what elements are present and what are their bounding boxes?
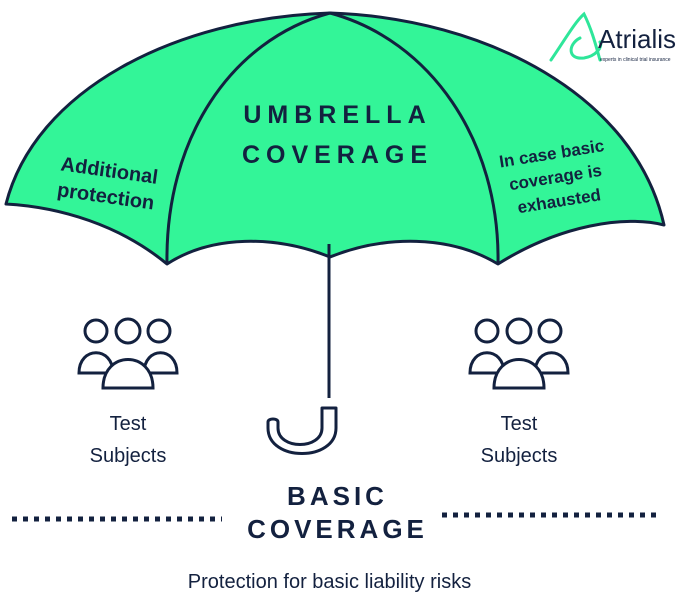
brand-name: Atrialis bbox=[598, 24, 677, 54]
test-subjects-label-left: Test Subjects bbox=[58, 408, 198, 472]
right-subjects-line2: Subjects bbox=[480, 445, 558, 467]
umbrella-title-line1: UMBRELLA bbox=[243, 101, 432, 129]
people-group-icon-left bbox=[77, 317, 179, 390]
left-subjects-line1: Test bbox=[109, 413, 147, 435]
basic-line2: COVERAGE bbox=[247, 514, 428, 544]
basic-line1: BASIC bbox=[287, 481, 388, 511]
umbrella-rib-right bbox=[329, 11, 500, 265]
atrialis-logo-mark bbox=[549, 11, 603, 62]
test-subjects-label-right: Test Subjects bbox=[449, 408, 589, 472]
left-subjects-line2: Subjects bbox=[89, 445, 167, 467]
right-subjects-line1: Test bbox=[500, 413, 538, 435]
basic-coverage-caption: Protection for basic liability risks bbox=[187, 571, 472, 593]
umbrella-coverage-title: UMBRELLA COVERAGE bbox=[215, 95, 460, 175]
brand-tagline: experts in clinical trial insurance bbox=[600, 57, 671, 63]
basic-coverage-title: BASIC COVERAGE bbox=[225, 480, 450, 546]
people-group-icon-right bbox=[468, 317, 570, 390]
umbrella-rib-left bbox=[165, 11, 331, 265]
umbrella-title-line2: COVERAGE bbox=[241, 141, 434, 169]
umbrella-handle bbox=[266, 406, 338, 455]
